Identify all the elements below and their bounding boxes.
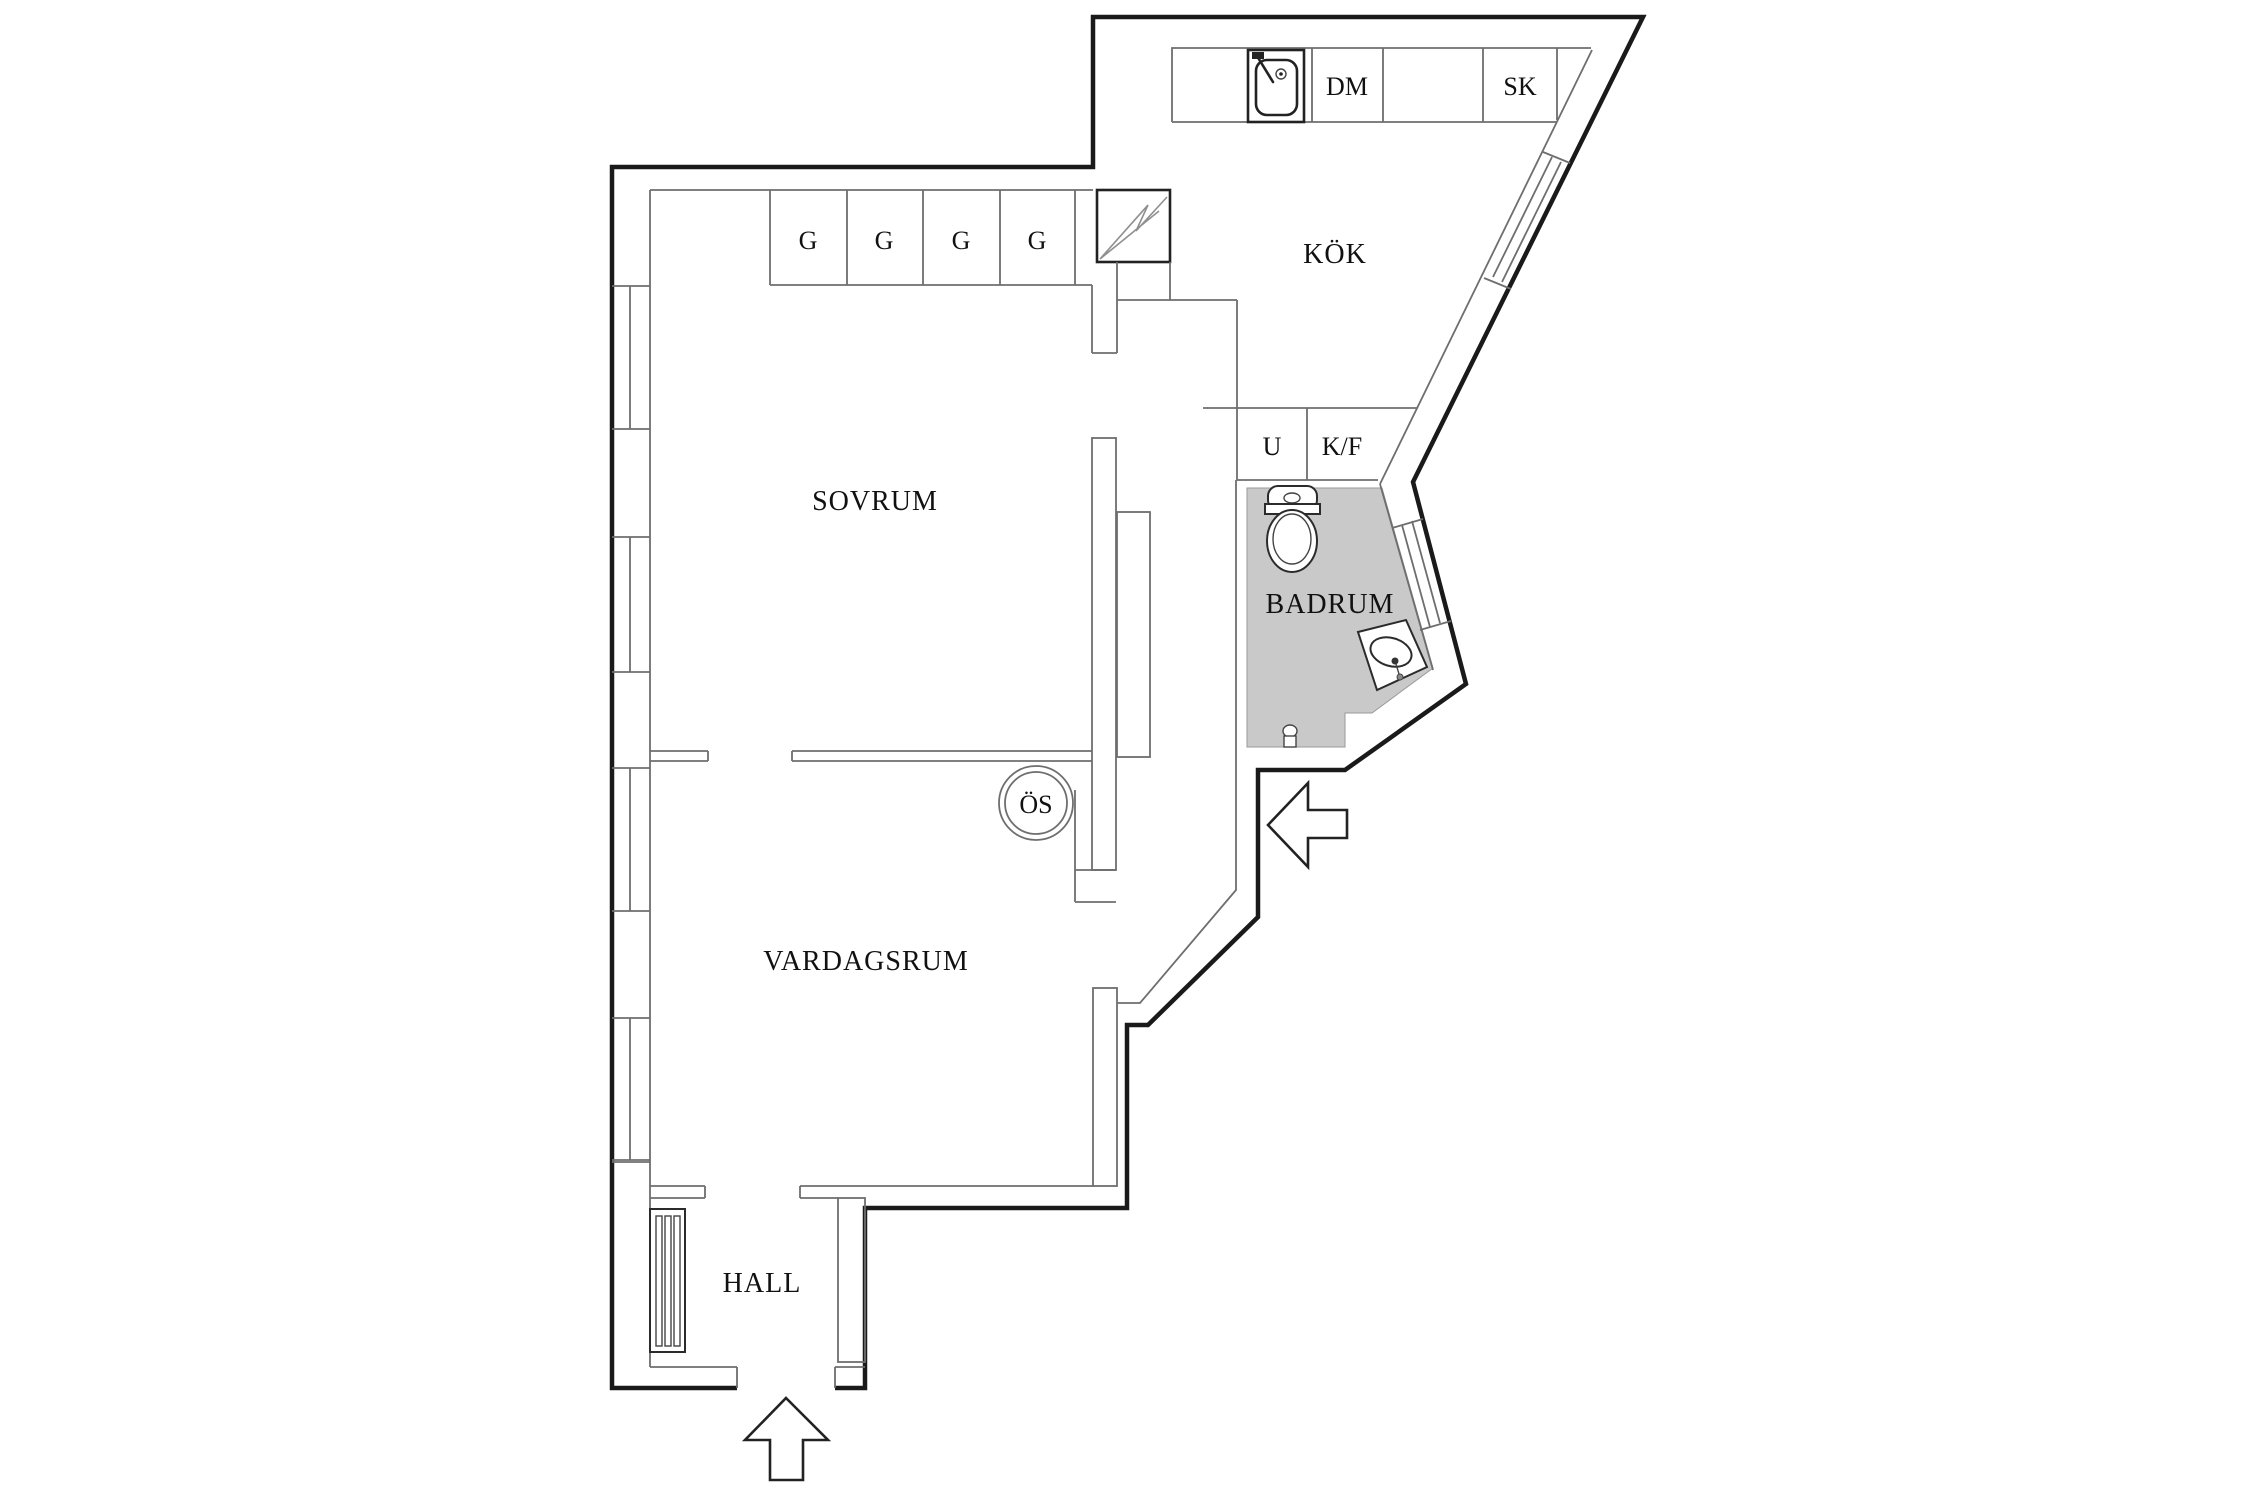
- kitchen-counter: [1171, 47, 1591, 123]
- label-wardrobe-4: G: [1028, 226, 1047, 255]
- entrance-arrow-icon: [741, 1396, 832, 1482]
- interior-walls: [1074, 262, 1238, 1187]
- appliance-row: [1203, 407, 1417, 481]
- kitchen-sink-icon: [1246, 48, 1306, 124]
- entry-arrow-icon: [1266, 779, 1349, 871]
- label-living-room: VARDAGSRUM: [763, 946, 969, 977]
- label-kitchen: KÖK: [1303, 239, 1367, 270]
- window-row-left: [612, 190, 651, 1367]
- floor-drain-icon: [1282, 724, 1298, 748]
- flue-box: [1095, 188, 1172, 264]
- label-dishwasher: DM: [1326, 72, 1368, 101]
- slanted-wall-lines: [1379, 49, 1593, 671]
- fireplace-icon: [998, 765, 1074, 841]
- label-wardrobe-3: G: [952, 226, 971, 255]
- room-divider-wall: [650, 750, 1092, 762]
- basin-icon: [1356, 618, 1429, 692]
- label-bedroom: SOVRUM: [812, 486, 938, 517]
- zigzag-icon: [1099, 196, 1168, 260]
- wardrobe-row: [650, 189, 1093, 286]
- label-wardrobe-1: G: [799, 226, 818, 255]
- label-hall: HALL: [723, 1268, 802, 1299]
- label-wardrobe-2: G: [875, 226, 894, 255]
- toilet-icon: [1264, 485, 1321, 573]
- label-tall-cabinet: SK: [1503, 72, 1536, 101]
- label-fireplace: ÖS: [1019, 790, 1052, 819]
- radiator-icon: [649, 1208, 686, 1353]
- outer-walls: [609, 14, 1647, 1391]
- living-room-corner-walls: [650, 1185, 1093, 1388]
- label-bathroom: BADRUM: [1266, 589, 1395, 620]
- label-fridge-freezer: K/F: [1322, 432, 1362, 461]
- label-oven: U: [1263, 432, 1282, 461]
